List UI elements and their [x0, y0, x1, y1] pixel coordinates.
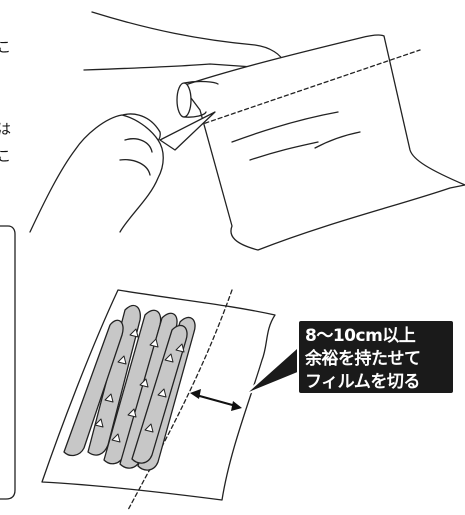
instruction-text-fragment: は — [0, 122, 11, 138]
side-panel-frame — [0, 225, 16, 500]
asparagus-wrap-scene — [41, 289, 301, 511]
callout-line: 8〜10cm以上 — [305, 326, 416, 346]
callout-box: 8〜10cm以上 余裕を持たせて フィルムを切る — [297, 319, 455, 395]
film-roll-end — [176, 82, 192, 118]
instruction-text-fragment: こ — [0, 40, 11, 56]
film-cutting-scene — [29, 11, 465, 251]
asparagus-scales — [94, 328, 185, 443]
callout-line: フィルムを切る — [305, 372, 420, 392]
film-wrinkle — [249, 141, 319, 161]
holding-hand — [83, 11, 284, 71]
measurement-arrow — [190, 389, 242, 411]
callout-line: 余裕を持たせて — [305, 349, 421, 369]
film-wrinkle — [231, 111, 339, 143]
cut-guide-line — [184, 49, 421, 131]
film-sheet — [181, 34, 465, 251]
film-wrinkle — [314, 131, 361, 149]
scissors-blade — [159, 111, 216, 151]
instruction-text-fragment: こ — [0, 149, 11, 165]
cutting-hand — [29, 114, 164, 233]
fold-guide-line — [127, 289, 233, 511]
